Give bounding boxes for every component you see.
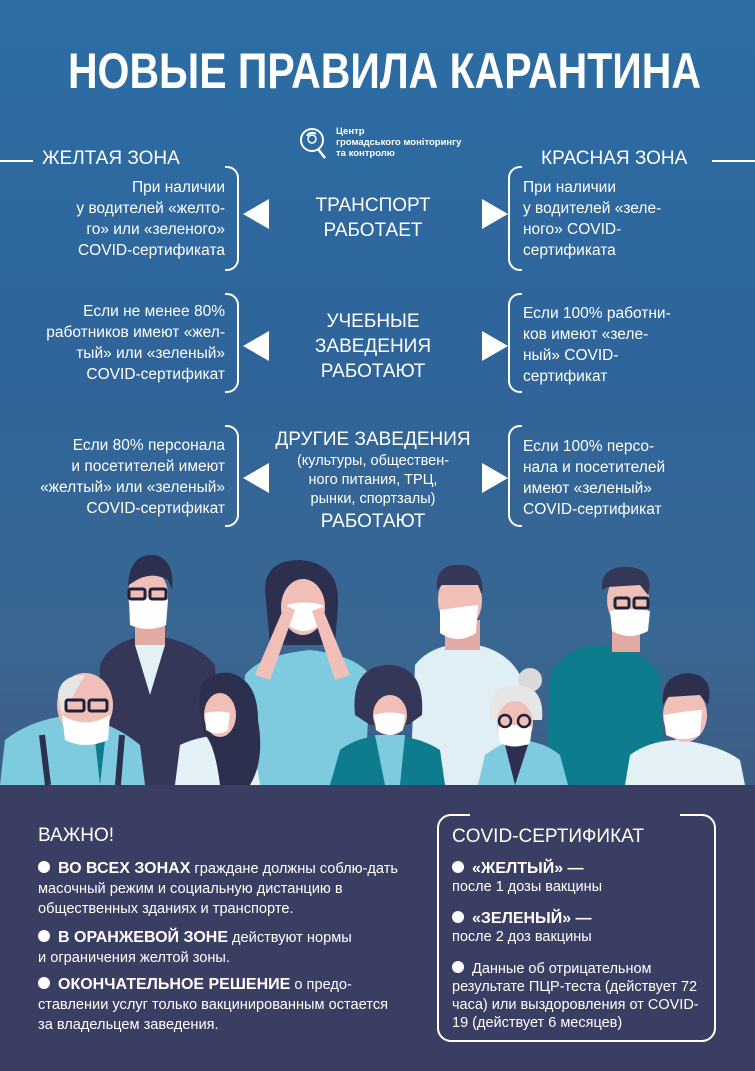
arrow-right-icon xyxy=(482,331,508,361)
person-man-teal xyxy=(545,566,665,785)
arrow-left-icon xyxy=(243,199,269,229)
logo-line: громадського моніторингу xyxy=(336,137,462,148)
important-item: В ОРАНЖЕВОЙ ЗОНЕ действуют нормы и огран… xyxy=(38,929,352,966)
bracket xyxy=(225,425,239,527)
arrow-left-icon xyxy=(243,331,269,361)
masked-people-illustration xyxy=(0,554,745,786)
red-education-rule: Если 100% работни-ков имеют «зеле-ный» C… xyxy=(523,305,671,385)
bullet-icon xyxy=(452,961,464,973)
bracket xyxy=(225,166,239,271)
certificate-item-test: Данные об отрицательном результате ПЦР-т… xyxy=(452,961,699,1031)
certificate-box-gap xyxy=(470,810,680,818)
divider xyxy=(712,160,755,162)
bracket xyxy=(508,293,522,393)
person-woman-long-hair xyxy=(175,672,261,785)
logo-line: та контролю xyxy=(336,148,395,159)
bullet-icon xyxy=(38,977,50,989)
arrow-right-icon xyxy=(482,463,508,493)
important-item: ОКОНЧАТЕЛЬНОЕ РЕШЕНИЕ о предо-ставлении … xyxy=(38,976,389,1033)
person-woman-center xyxy=(240,560,370,785)
magnifier-eye-icon xyxy=(300,128,326,159)
person-old-man xyxy=(0,673,145,786)
certificate-item-green: «ЗЕЛЕНЫЙ» —после 2 доз вакцины xyxy=(452,910,592,945)
arrow-right-icon xyxy=(482,199,508,229)
bullet-icon xyxy=(38,930,50,942)
bracket xyxy=(225,293,239,393)
important-item: ВО ВСЕХ ЗОНАХ граждане должны соблю-дать… xyxy=(38,860,399,917)
bracket xyxy=(508,425,522,527)
bullet-icon xyxy=(452,911,464,923)
bracket xyxy=(508,166,522,271)
divider xyxy=(0,160,33,162)
arrow-left-icon xyxy=(243,463,269,493)
bullet-icon xyxy=(452,861,464,873)
yellow-zone-heading: ЖЕЛТАЯ ЗОНА xyxy=(42,148,180,169)
bullet-icon xyxy=(38,861,50,873)
other-venues-label: ДРУГИЕ ЗАВЕДЕНИЯ(культуры, обществен-ног… xyxy=(275,429,471,532)
person-old-woman xyxy=(478,668,568,785)
logo-line: Центр xyxy=(336,126,365,137)
important-heading: ВАЖНО! xyxy=(38,825,115,846)
red-zone-heading: КРАСНАЯ ЗОНА xyxy=(541,148,688,169)
yellow-education-rule: Если не менее 80%работников имеют «жел-т… xyxy=(46,303,225,383)
person-boy xyxy=(625,673,745,785)
page-title: НОВЫЕ ПРАВИЛА КАРАНТИНА xyxy=(67,43,701,99)
info-panel xyxy=(0,785,755,1071)
certificate-heading: COVID-СЕРТИФИКАТ xyxy=(452,826,644,847)
person-woman-scarf xyxy=(330,665,445,785)
certificate-item-yellow: «ЖЕЛТЫЙ» —после 1 дозы вакцины xyxy=(452,860,603,895)
